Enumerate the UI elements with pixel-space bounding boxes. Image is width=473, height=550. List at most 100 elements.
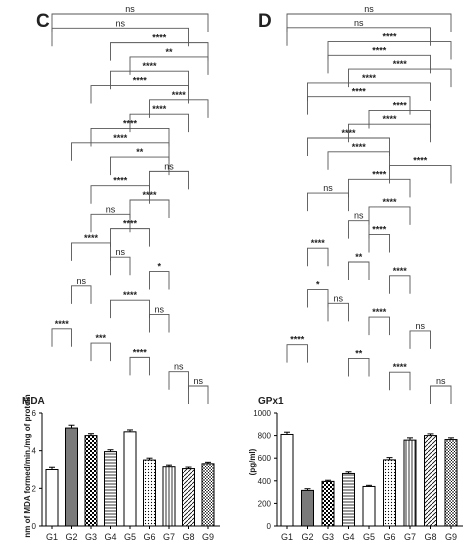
- significance-bracket: [286, 344, 308, 363]
- significance-bracket: [286, 13, 452, 32]
- y-tick-label: 6: [32, 409, 37, 418]
- significance-bracket: [149, 99, 209, 118]
- bar-g9: [444, 439, 458, 527]
- x-tick-label: G2: [301, 532, 313, 542]
- significance-label: ****: [393, 362, 408, 372]
- significance-bracket: [149, 314, 170, 333]
- significance-label: ns: [115, 18, 125, 28]
- significance-bracket: [51, 328, 72, 347]
- significance-bracket: [90, 85, 189, 104]
- panel-label-d: D: [258, 11, 272, 32]
- significance-label: ****: [152, 33, 167, 43]
- x-tick-label: G8: [182, 532, 194, 542]
- bar-g4: [342, 472, 355, 527]
- x-tick-label: G3: [322, 532, 334, 542]
- significance-label: ****: [55, 319, 70, 329]
- significance-label: ***: [95, 333, 106, 343]
- significance-label: ns: [154, 304, 164, 314]
- x-tick-label: G9: [202, 532, 214, 542]
- x-tick-label: G1: [46, 532, 58, 542]
- significance-label: ****: [382, 32, 397, 42]
- significance-label: ns: [415, 321, 425, 331]
- significance-label: ****: [113, 176, 128, 186]
- bar-g8: [182, 468, 195, 527]
- significance-label: ****: [382, 114, 397, 124]
- significance-label: ns: [174, 362, 184, 372]
- significance-label: ns: [193, 376, 203, 386]
- y-tick-label: 400: [258, 477, 272, 486]
- chart-title-gpx1: GPx1: [258, 396, 284, 407]
- significance-label: ****: [84, 233, 99, 243]
- significance-label: ****: [123, 118, 138, 128]
- significance-label: ns: [354, 18, 364, 28]
- bar-g6: [383, 459, 396, 527]
- significance-bracket: [90, 342, 111, 362]
- y-tick-label: 800: [258, 432, 272, 441]
- significance-label: ****: [352, 142, 367, 152]
- significance-label: ****: [142, 61, 157, 71]
- significance-bracket: [286, 27, 431, 46]
- bar-g4: [104, 451, 117, 527]
- significance-bracket: [110, 256, 131, 276]
- significance-label: ****: [123, 219, 138, 229]
- x-tick-label: G8: [424, 532, 436, 542]
- x-tick-label: G5: [363, 532, 375, 542]
- significance-bracket: [51, 27, 189, 47]
- y-tick-label: 0: [267, 522, 272, 531]
- significance-label: ****: [133, 76, 148, 86]
- significance-bracket: [90, 213, 131, 233]
- significance-label: **: [165, 47, 173, 57]
- significance-label: ns: [106, 204, 116, 214]
- significance-label: ns: [164, 161, 174, 171]
- significance-bracket: [110, 228, 150, 247]
- significance-bracket: [90, 128, 170, 147]
- significance-bracket: [90, 185, 150, 204]
- significance-bracket: [307, 137, 390, 156]
- x-tick-label: G2: [65, 532, 77, 542]
- significance-bracket: [307, 82, 431, 101]
- y-tick-label: 1000: [253, 409, 271, 418]
- bar-g5: [123, 431, 137, 527]
- x-tick-label: G7: [404, 532, 416, 542]
- significance-bracket: [71, 242, 111, 261]
- significance-label: **: [355, 252, 363, 262]
- significance-bracket: [327, 54, 431, 74]
- y-tick-label: 2: [32, 484, 37, 493]
- y-tick-label: 4: [32, 447, 37, 456]
- significance-bracket: [327, 151, 390, 170]
- significance-label: ****: [372, 224, 387, 234]
- significance-bracket: [327, 41, 452, 60]
- bar-g6: [143, 459, 156, 527]
- significance-label: ns: [436, 376, 446, 386]
- significance-bracket: [307, 192, 349, 212]
- chart-title-mda: MDA: [22, 396, 45, 407]
- significance-label: ****: [393, 59, 408, 69]
- x-tick-label: G4: [342, 532, 354, 542]
- significance-label: ****: [311, 238, 326, 248]
- significance-bracket: [368, 206, 411, 225]
- significance-bracket: [348, 123, 431, 143]
- significance-bracket: [348, 178, 411, 198]
- significance-label: ****: [372, 307, 387, 317]
- bar-g2: [301, 489, 314, 527]
- bar-g3: [84, 435, 98, 527]
- significance-label: ****: [172, 90, 187, 100]
- significance-label: ****: [142, 190, 157, 200]
- bar-g2: [65, 427, 78, 527]
- significance-bracket: [110, 42, 209, 61]
- y-tick-label: 200: [258, 499, 272, 508]
- significance-label: **: [355, 348, 363, 358]
- significance-bracket: [389, 371, 411, 391]
- x-tick-label: G1: [281, 532, 293, 542]
- significance-label: ****: [152, 104, 167, 114]
- significance-bracket: [129, 199, 170, 218]
- significance-bracket: [149, 170, 189, 190]
- significance-label: ns: [125, 4, 135, 14]
- significance-bracket: [389, 275, 411, 294]
- x-tick-label: G4: [104, 532, 116, 542]
- significance-label: ns: [323, 183, 333, 193]
- significance-bracket: [368, 316, 390, 336]
- significance-label: *: [157, 262, 161, 272]
- significance-bracket: [307, 289, 329, 308]
